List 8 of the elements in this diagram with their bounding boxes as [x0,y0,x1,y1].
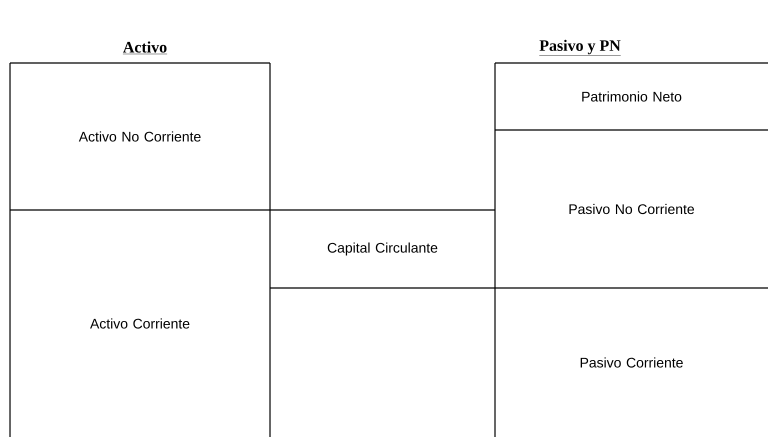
heading: Pasivo y PN [539,40,621,56]
balance-block: Capital Circulante [270,209,495,289]
balance-block: Pasivo Corriente [494,288,683,437]
balance-block: Activo No Corriente [9,62,271,210]
balance-block: Activo Corriente [9,209,271,437]
balance-block: Patrimonio Neto [494,62,768,131]
balance-block: Pasivo No Corriente [494,130,768,289]
heading: Activo [122,41,168,54]
